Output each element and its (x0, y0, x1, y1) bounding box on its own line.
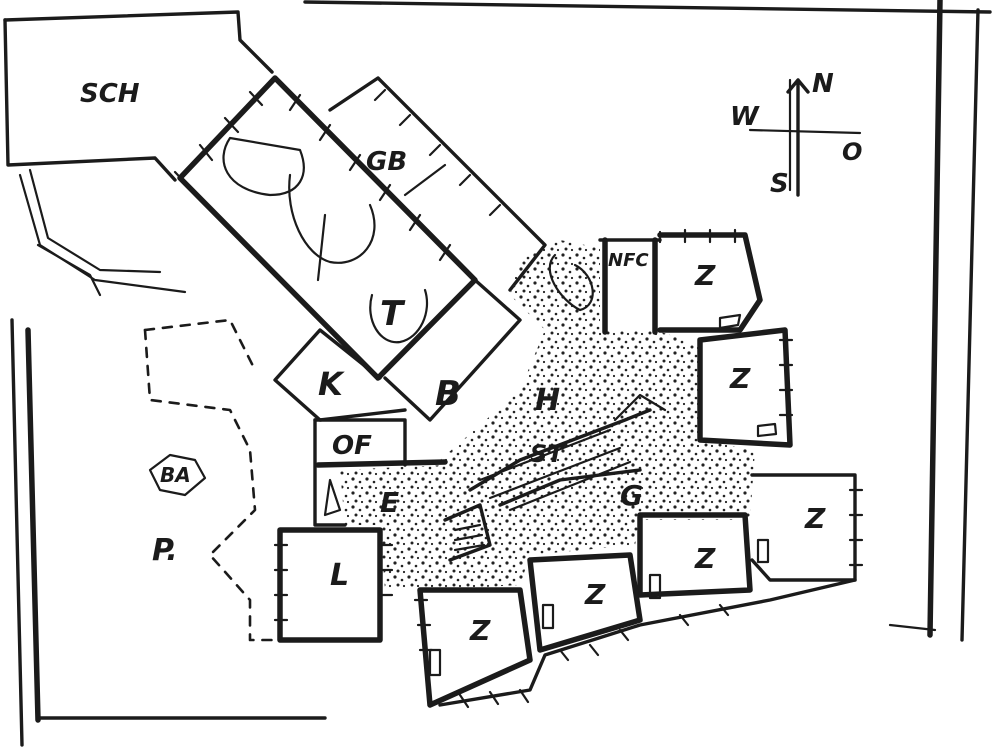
compass-north: N (812, 69, 834, 99)
circulation-area (340, 240, 755, 590)
compass-rose (748, 78, 862, 197)
main-hall-block (177, 75, 547, 422)
room-z-5: Z (584, 578, 606, 611)
plot-boundary (10, 0, 992, 747)
wall-ticks (173, 88, 864, 709)
t-label: T (380, 294, 406, 334)
room-z-4: Z (694, 542, 716, 575)
rooms (417, 232, 857, 708)
p-label: P. (152, 533, 178, 568)
school-block (3, 10, 274, 297)
gb-label: GB (366, 147, 407, 177)
room-z-2: Z (729, 362, 751, 395)
e-label: E (380, 486, 399, 519)
stair (443, 393, 667, 562)
h-label: H (535, 383, 560, 418)
compass-west: W (730, 102, 760, 132)
compass-east: O (842, 138, 862, 166)
room-z-1: Z (694, 259, 716, 292)
of-label: OF (332, 431, 372, 461)
g-label: G (620, 479, 643, 512)
b-label: B (435, 374, 461, 414)
school-label: SCH (80, 79, 140, 109)
office-entry-lounge (277, 418, 448, 643)
ba-label: BA (160, 463, 191, 487)
compass-south: S (770, 169, 789, 199)
k-label: K (318, 365, 345, 403)
room-z-3: Z (804, 502, 826, 535)
l-label: L (330, 558, 349, 593)
parking-area (143, 318, 302, 642)
room-z-6: Z (469, 614, 491, 647)
st-label: ST (530, 440, 565, 468)
nfc-label: NFC (608, 250, 649, 271)
